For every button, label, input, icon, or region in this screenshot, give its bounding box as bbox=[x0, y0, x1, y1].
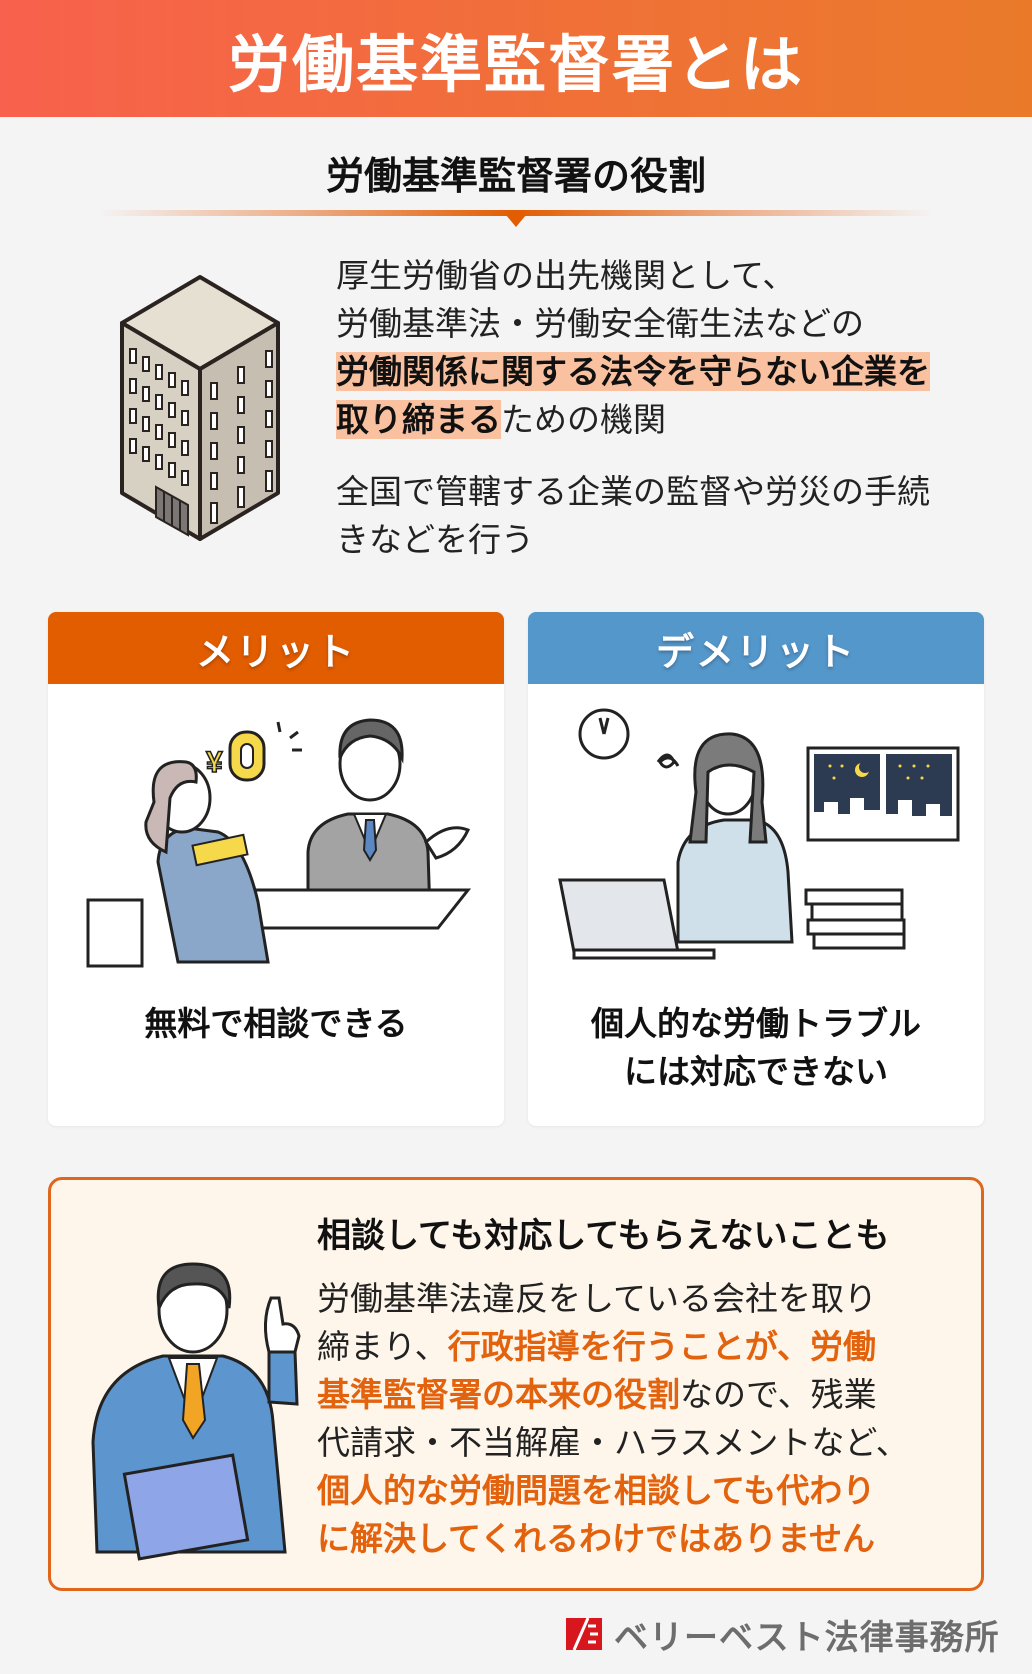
note-line-1: 労働基準法違反をしている会社を取り bbox=[317, 1279, 878, 1318]
role-secondary-description: 全国で管轄する企業の監督や労災の手続 きなどを行う bbox=[336, 468, 996, 564]
merit-header: メリット bbox=[48, 612, 504, 684]
note-emphasis-4: に解決してくれるわけではありません bbox=[317, 1519, 876, 1558]
demerit-caption-line-2: には対応できない bbox=[624, 1052, 888, 1091]
role-secondary-line-1: 全国で管轄する企業の監督や労災の手続 bbox=[336, 472, 930, 511]
role-line-1: 厚生労働省の出先機関として、 bbox=[336, 256, 796, 295]
note-emphasis-2: 基準監督署の本来の役割 bbox=[317, 1375, 680, 1414]
note-line-3b: なので、残業 bbox=[680, 1375, 877, 1414]
role-section-title: 労働基準監督署の役割 bbox=[325, 154, 706, 198]
role-highlight-1: 労働関係に関する法令を守らない企業を bbox=[336, 352, 930, 391]
section-divider bbox=[98, 210, 934, 216]
demerit-card: デメリット 個人的な労働トラブル には対応できない bbox=[528, 612, 984, 1126]
merit-caption: 無料で相談できる bbox=[144, 1004, 408, 1043]
role-line-4-tail: ための機関 bbox=[501, 400, 666, 439]
page-header: 労働基準監督署とは bbox=[0, 0, 1032, 117]
note-title: 相談しても対応してもらえないことも bbox=[317, 1216, 890, 1256]
overworked-woman-illustration bbox=[558, 708, 960, 960]
note-emphasis-1: 行政指導を行うことが、労働 bbox=[447, 1327, 877, 1366]
note-line-4: 代請求・不当解雇・ハラスメントなど、 bbox=[317, 1423, 909, 1462]
page-title: 労働基準監督署とは bbox=[227, 27, 804, 101]
brand-logo: ベリーベスト法律事務所 bbox=[566, 1614, 1000, 1658]
office-building-icon bbox=[120, 275, 280, 541]
demerit-caption: 個人的な労働トラブル には対応できない bbox=[528, 1000, 984, 1096]
demerit-header: デメリット bbox=[528, 612, 984, 684]
role-highlight-2: 取り締まる bbox=[336, 400, 501, 439]
brand-name: ベリーベスト法律事務所 bbox=[614, 1617, 1000, 1658]
role-line-2: 労働基準法・労働安全衛生法などの bbox=[336, 304, 864, 343]
brand-mark-icon bbox=[566, 1617, 602, 1651]
note-body: 労働基準法違反をしている会社を取り 締まり、行政指導を行うことが、労働 基準監督… bbox=[317, 1275, 957, 1563]
caution-note: 相談しても対応してもらえないことも 労働基準法違反をしている会社を取り 締まり、… bbox=[48, 1177, 984, 1591]
role-secondary-line-2: きなどを行う bbox=[336, 520, 534, 559]
note-line-2a: 締まり、 bbox=[317, 1327, 448, 1366]
businessman-pointing-illustration bbox=[91, 1262, 301, 1561]
svg-text:¥: ¥ bbox=[206, 746, 223, 779]
free-consultation-illustration: ¥ bbox=[86, 718, 472, 968]
demerit-caption-line-1: 個人的な労働トラブル bbox=[591, 1004, 921, 1043]
down-arrow-icon bbox=[506, 215, 526, 227]
role-description: 厚生労働省の出先機関として、 労働基準法・労働安全衛生法などの 労働関係に関する… bbox=[336, 252, 996, 444]
note-emphasis-3: 個人的な労働問題を相談しても代わり bbox=[317, 1471, 876, 1510]
merit-card: メリット ¥ 無料で相談できる bbox=[48, 612, 504, 1126]
